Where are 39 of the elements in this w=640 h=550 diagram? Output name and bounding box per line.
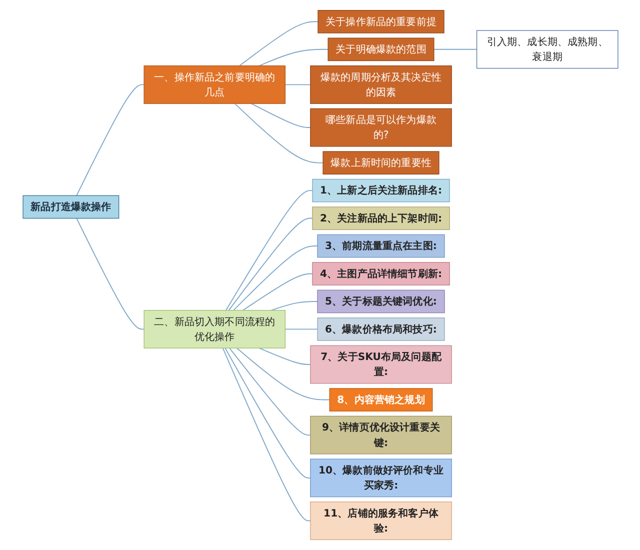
- node-box: 8、内容营销之规划: [328, 388, 432, 412]
- node-box: 5、关于标题关键词优化:: [316, 290, 444, 314]
- connector: [270, 301, 318, 311]
- connector: [284, 84, 310, 86]
- connector: [238, 21, 318, 66]
- node-box: 9、详情页优化设计重要关键:: [310, 416, 452, 454]
- node-box: 4、主图产品详情细节刷新:: [312, 262, 450, 286]
- connector: [432, 48, 477, 50]
- node-box: 3、前期流量重点在主图:: [316, 234, 444, 258]
- connector: [258, 48, 328, 66]
- connector: [236, 348, 330, 400]
- connector: [228, 348, 310, 436]
- connector: [224, 348, 310, 478]
- node-box: 1、上新之后关注新品排名:: [312, 178, 450, 202]
- connector: [76, 84, 144, 196]
- node-box: 2、关注新品的上下架时间:: [312, 206, 450, 230]
- node-box: 爆款上新时间的重要性: [322, 151, 439, 174]
- node-box: 新品打造爆款操作: [22, 195, 119, 219]
- connector: [225, 190, 312, 311]
- connector: [232, 246, 318, 311]
- connector: [228, 218, 312, 311]
- connector: [250, 103, 310, 128]
- connector: [258, 348, 310, 365]
- node-box: 一、操作新品之前要明确的几点: [143, 65, 286, 104]
- node-box: 11、店铺的服务和客户体验:: [310, 502, 452, 540]
- connector: [242, 273, 312, 311]
- node-box: 关于明确爆款的范围: [327, 38, 434, 62]
- node-box: 6、爆款价格布局和技巧:: [316, 318, 444, 341]
- node-box: 7、关于SKU布局及问题配置:: [310, 345, 452, 384]
- node-box: 引入期、成长期、成熟期、衰退期: [476, 30, 618, 69]
- node-box: 关于操作新品的重要前提: [317, 10, 444, 34]
- connector: [234, 103, 323, 164]
- connector: [284, 328, 318, 330]
- node-box: 爆款的周期分析及其决定性的因素: [310, 65, 452, 104]
- connector: [76, 218, 144, 330]
- node-box: 哪些新品是可以作为爆款的?: [310, 108, 452, 147]
- node-box: 二、新品切入期不同流程的优化操作: [143, 310, 286, 348]
- node-box: 10、爆款前做好评价和专业买家秀:: [310, 458, 452, 498]
- connector: [222, 348, 310, 522]
